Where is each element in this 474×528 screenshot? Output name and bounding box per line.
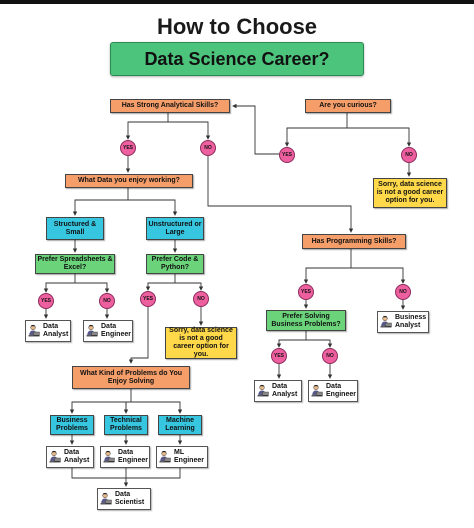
top-border [0,0,474,4]
question-data-type: What Data you enjoy working? [65,174,193,188]
note-not-curious: Sorry, data science is not a good career… [373,178,447,208]
answer-no-business: NO [322,348,338,364]
person-at-laptop-icon [86,324,98,337]
answer-no-code: NO [193,291,209,307]
role-data-engineer-business: Data Engineer [308,380,358,402]
person-at-laptop-icon [380,315,392,328]
problem-business: Business Problems [50,415,94,435]
role-data-analyst-problems: Data Analyst [46,446,94,468]
role-data-analyst-spreadsheet: Data Analyst [25,320,71,342]
role-data-scientist: Data Scientist [97,488,151,510]
answer-yes-analytical: YES [120,140,136,156]
answer-no-analytical: NO [200,140,216,156]
question-programming-skills: Has Programming Skills? [302,234,406,249]
category-unstructured-large: Unstructured or Large [146,217,204,240]
question-analytical-skills: Has Strong Analytical Skills? [110,99,230,113]
answer-yes-business: YES [271,348,287,364]
pref-code: Prefer Code & Python? [146,254,204,274]
category-structured-small: Structured & Small [46,217,104,240]
note-no-code: Sorry, data science is not a good career… [165,327,237,359]
person-at-laptop-icon [159,450,171,463]
person-at-laptop-icon [311,384,323,397]
role-data-engineer-problems: Data Engineer [100,446,150,468]
person-at-laptop-icon [103,450,115,463]
answer-yes-spreadsheets: YES [38,293,54,309]
answer-yes-curious: YES [279,147,295,163]
pref-business-problems: Prefer Solving Business Problems? [266,310,346,331]
person-at-laptop-icon [28,324,40,337]
answer-yes-programming: YES [298,284,314,300]
role-ml-engineer: ML Engineer [156,446,208,468]
answer-no-programming: NO [395,284,411,300]
person-at-laptop-icon [100,492,112,505]
role-business-analyst: Business Analyst [377,311,429,333]
page-title: How to Choose [156,14,318,39]
role-data-engineer-spreadsheet: Data Engineer [83,320,133,342]
answer-no-curious: NO [401,147,417,163]
role-data-analyst-business: Data Analyst [254,380,302,402]
problem-machine-learning: Machine Learning [158,415,202,435]
answer-no-spreadsheets: NO [99,293,115,309]
title-banner: Data Science Career? [110,42,364,76]
answer-yes-code: YES [140,291,156,307]
problem-technical: Technical Problems [104,415,148,435]
person-at-laptop-icon [49,450,61,463]
pref-spreadsheets: Prefer Spreadsheets & Excel? [35,254,115,274]
question-problem-kind: What Kind of Problems do You Enjoy Solvi… [72,366,190,389]
question-curious: Are you curious? [305,99,391,113]
person-at-laptop-icon [257,384,269,397]
